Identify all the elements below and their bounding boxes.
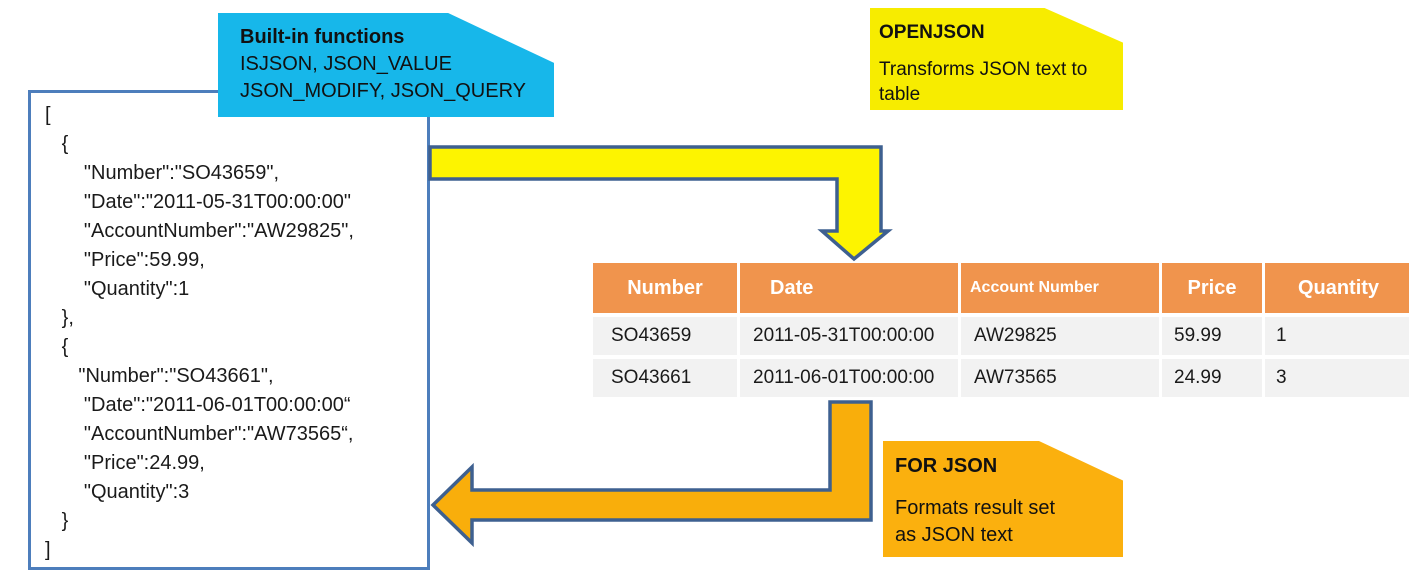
- callout-builtin-functions: Built-in functions ISJSON, JSON_VALUE JS…: [218, 13, 554, 117]
- table-cell: 1: [1265, 317, 1409, 355]
- table-cell: 2011-05-31T00:00:00: [740, 317, 958, 355]
- column-header-price: Price: [1162, 263, 1262, 313]
- table-cell: 59.99: [1162, 317, 1262, 355]
- callout-openjson-title: OPENJSON: [879, 22, 985, 43]
- forjson-arrow-shape: [430, 400, 873, 548]
- json-source-block: [ { "Number":"SO43659", "Date":"2011-05-…: [28, 90, 430, 570]
- table-cell: AW73565: [961, 359, 1159, 397]
- column-header-quantity: Quantity: [1265, 263, 1409, 313]
- table-cell: 2011-06-01T00:00:00: [740, 359, 958, 397]
- table-cell: 3: [1265, 359, 1409, 397]
- table-cell: SO43659: [593, 317, 737, 355]
- callout-openjson-body: Transforms JSON text to table: [879, 59, 1088, 105]
- json-source-text: [ { "Number":"SO43659", "Date":"2011-05-…: [45, 104, 354, 561]
- openjson-arrow-shape: [428, 145, 893, 262]
- callout-builtin-title: Built-in functions: [240, 26, 405, 48]
- table-cell: 24.99: [1162, 359, 1262, 397]
- result-table: Number Date Account Number Price Quantit…: [593, 263, 1409, 397]
- column-header-number: Number: [593, 263, 737, 313]
- callout-forjson-body: Formats result set as JSON text: [895, 497, 1056, 546]
- callout-openjson: OPENJSON Transforms JSON text to table: [870, 8, 1123, 110]
- callout-builtin-line1: ISJSON, JSON_VALUE: [240, 53, 452, 75]
- openjson-arrow-icon: [428, 145, 893, 262]
- callout-builtin-line2: JSON_MODIFY, JSON_QUERY: [240, 80, 526, 102]
- callout-forjson-title: FOR JSON: [895, 455, 998, 477]
- column-header-account: Account Number: [961, 263, 1159, 313]
- table-cell: AW29825: [961, 317, 1159, 355]
- callout-forjson: FOR JSON Formats result set as JSON text: [883, 441, 1123, 557]
- table-cell: SO43661: [593, 359, 737, 397]
- forjson-arrow-icon: [430, 400, 873, 548]
- column-header-date: Date: [740, 263, 958, 313]
